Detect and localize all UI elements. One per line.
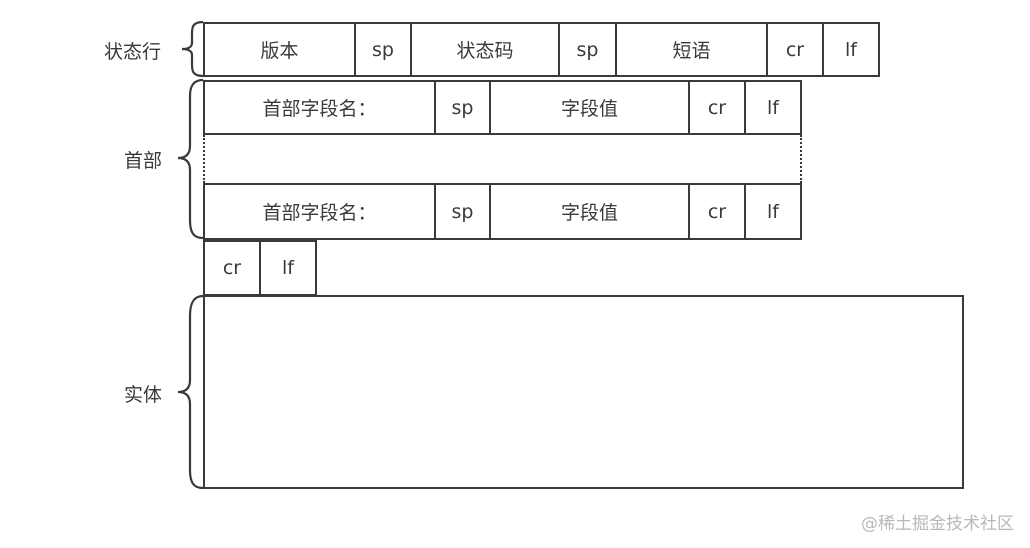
header-cr-cell-2: cr — [688, 183, 746, 240]
terminator-lf-cell: lf — [259, 240, 317, 296]
header-field-value-cell-2: 字段值 — [489, 183, 690, 240]
header-brace — [177, 78, 204, 240]
header-dotted-left — [203, 135, 205, 183]
entity-label: 实体 — [124, 384, 163, 406]
header-field-name-cell-1: 首部字段名： — [203, 80, 436, 135]
header-dotted-right — [800, 135, 802, 183]
status-cr-cell: cr — [766, 22, 824, 77]
status-sp-cell-1: sp — [354, 22, 412, 77]
status-phrase-cell: 短语 — [615, 22, 768, 77]
header-label: 首部 — [124, 150, 163, 172]
status-code-cell: 状态码 — [410, 22, 560, 77]
header-lf-cell-2: lf — [744, 183, 802, 240]
header-lf-cell-1: lf — [744, 80, 802, 135]
terminator-cr-cell: cr — [203, 240, 261, 296]
watermark-text: @稀土掘金技术社区 — [861, 514, 1014, 534]
entity-body-box — [203, 295, 964, 489]
header-cr-cell-1: cr — [688, 80, 746, 135]
status-line-brace — [181, 20, 204, 78]
status-line-label: 状态行 — [104, 41, 162, 63]
status-lf-cell: lf — [822, 22, 880, 77]
status-sp-cell-2: sp — [558, 22, 617, 77]
header-sp-cell-1: sp — [434, 80, 491, 135]
header-sp-cell-2: sp — [434, 183, 491, 240]
header-field-value-cell-1: 字段值 — [489, 80, 690, 135]
entity-brace — [177, 294, 204, 490]
status-version-cell: 版本 — [203, 22, 356, 77]
header-field-name-cell-2: 首部字段名： — [203, 183, 436, 240]
